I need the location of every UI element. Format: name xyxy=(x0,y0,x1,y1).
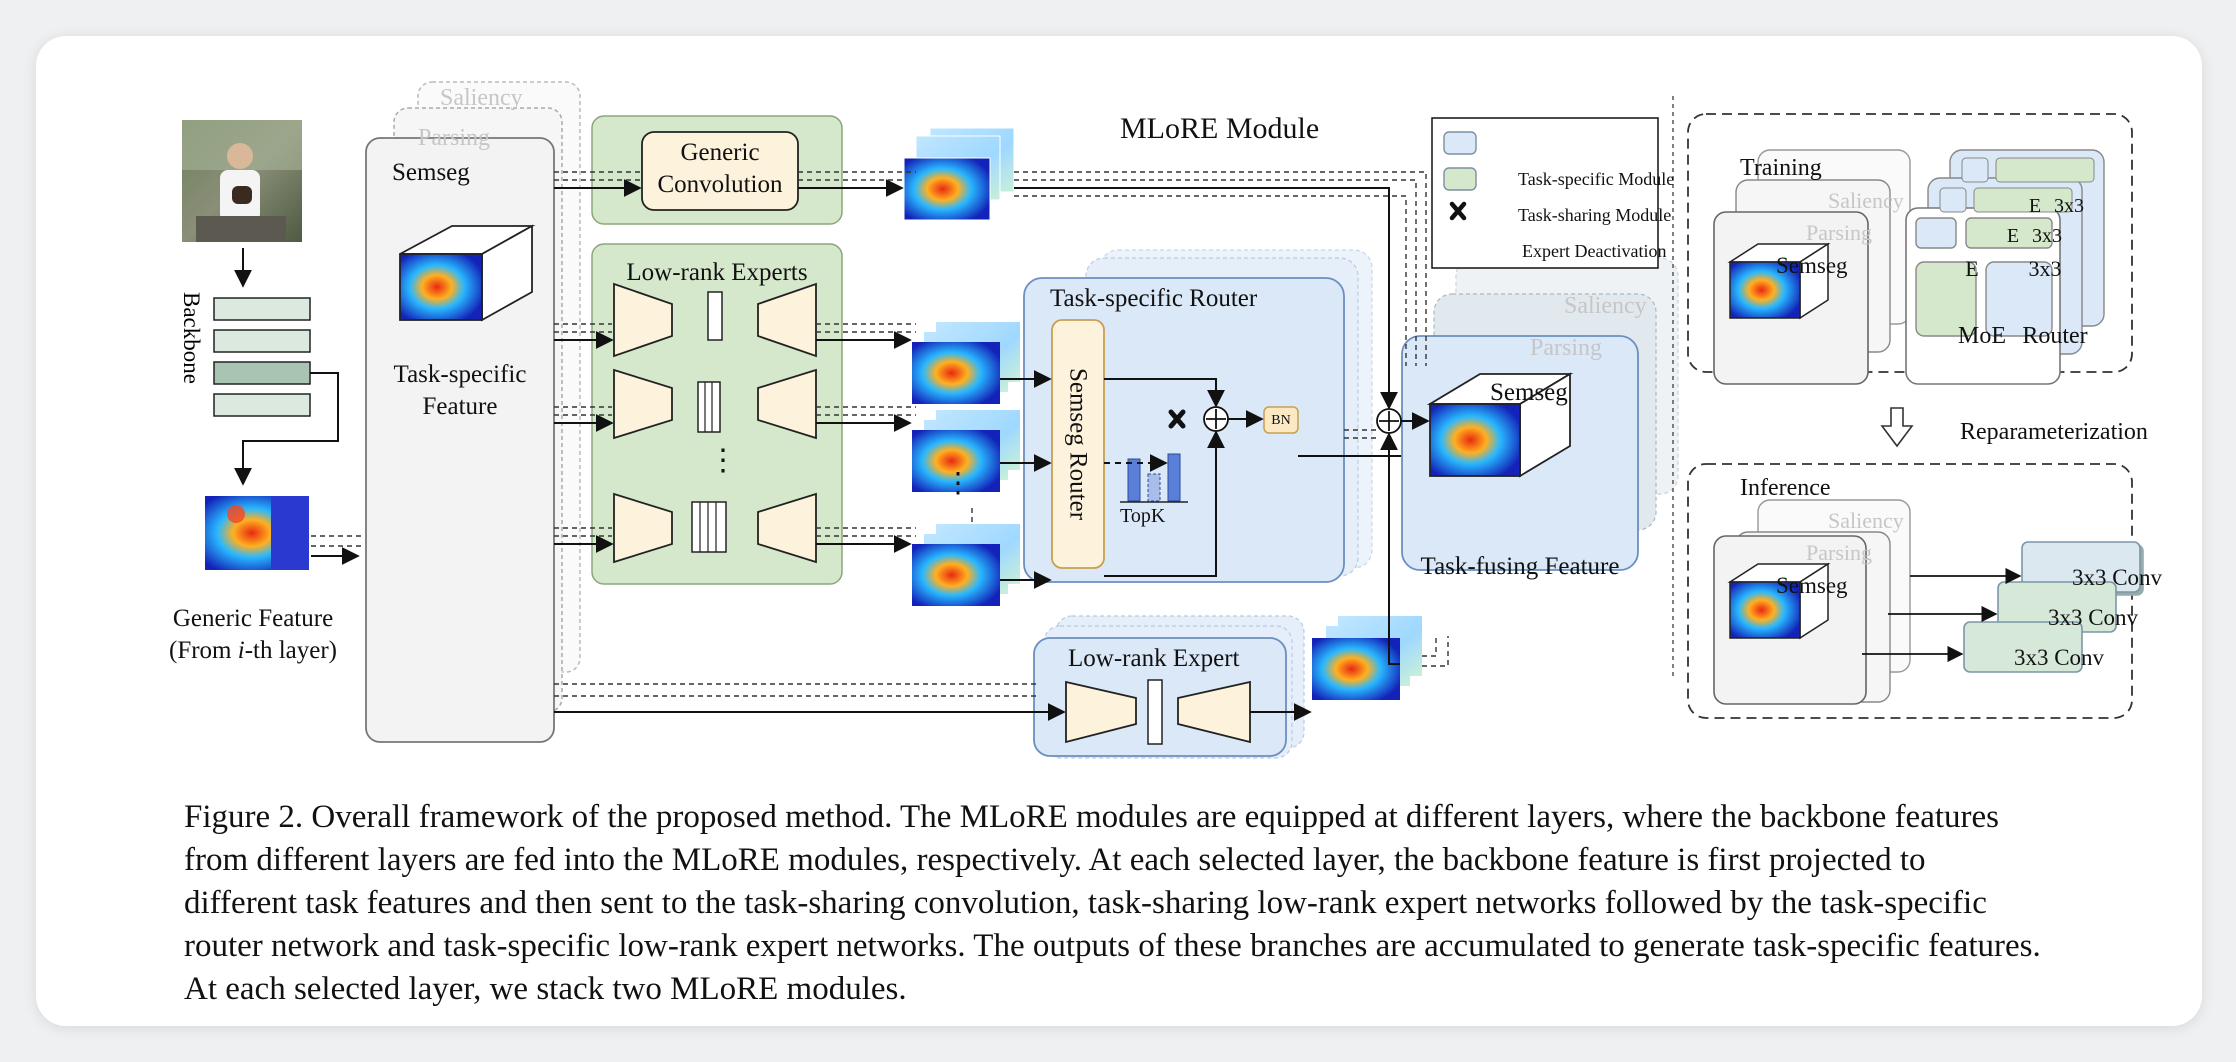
figure-caption: Figure 2. Overall framework of the propo… xyxy=(184,796,2170,1011)
figure-card: Backbone xyxy=(36,36,2202,1026)
generic-feature-label-2: (From i-th layer) xyxy=(168,637,338,664)
training-conv-label: 3x3 xyxy=(2028,256,2062,281)
framework-diagram: Backbone xyxy=(179,81,2141,759)
inference-conv-label-1: 3x3 Conv xyxy=(2071,565,2163,590)
training-label-semseg: Semseg xyxy=(1776,253,1848,278)
legend-swatch-task-specific xyxy=(1443,131,1477,155)
reparameterization-arrow xyxy=(1880,407,1914,448)
task-fusing-feature-label: Task-fusing Feature xyxy=(1420,553,1620,580)
training-moe-label: MoE xyxy=(1958,323,2006,349)
task-specific-expert xyxy=(1065,679,1251,745)
inference-label-semseg: Semseg xyxy=(1776,573,1848,598)
generic-feature-label-1: Generic Feature xyxy=(172,605,334,632)
expert-row-1 xyxy=(613,282,817,358)
dashed-connections xyxy=(554,171,1449,697)
legend-task-specific-label: Task-specific Module xyxy=(1518,169,1675,189)
expert-output-maps xyxy=(912,322,1020,606)
task-specific-feature-label-1: Task-specific xyxy=(393,361,527,388)
fusing-label-parsing: Parsing xyxy=(1530,335,1602,361)
reparameterization-label: Reparameterization xyxy=(1960,419,2148,445)
low-rank-experts-title: Low-rank Experts xyxy=(626,259,808,286)
generic-conv-output-maps xyxy=(903,127,1015,221)
caption-line: At each selected layer, we stack two MLo… xyxy=(184,971,907,1007)
training-moe-stack xyxy=(1905,149,2105,385)
task-specific-expert-output-maps xyxy=(1312,616,1422,700)
fusing-label-semseg: Semseg xyxy=(1490,379,1568,406)
fusing-label-saliency: Saliency xyxy=(1564,293,1647,319)
legend-expert-deactivation-label: Expert Deactivation xyxy=(1522,241,1667,261)
topk-label: TopK xyxy=(1120,505,1166,527)
semseg-router-box xyxy=(1051,319,1105,569)
training-e-label: E xyxy=(1965,256,1979,281)
expert-row-2 xyxy=(613,368,817,440)
caption-line: different task features and then sent to… xyxy=(184,885,1987,921)
legend-task-sharing-label: Task-sharing Module xyxy=(1518,205,1672,225)
mlore-module-title: MLoRE Module xyxy=(1120,112,1320,145)
inference-conv-label-2: 3x3 Conv xyxy=(2047,605,2139,630)
inference-label-parsing: Parsing xyxy=(1806,540,1872,565)
generic-conv-box xyxy=(641,131,799,211)
expert-deactivation-mark xyxy=(1168,409,1186,429)
task-specific-feature-label-2: Feature xyxy=(422,393,498,420)
training-e-label-3: E xyxy=(2028,195,2042,217)
inference-conv-label-3: 3x3 Conv xyxy=(2013,645,2105,670)
training-label-parsing: Parsing xyxy=(1806,220,1872,245)
inference-arrows xyxy=(1862,567,2022,663)
stack-label-semseg: Semseg xyxy=(392,159,470,186)
stack-label-saliency: Saliency xyxy=(440,85,523,111)
caption-line: router network and task-specific low-ran… xyxy=(184,928,2041,964)
backbone-label: Backbone xyxy=(179,292,204,384)
training-task-stack xyxy=(1713,149,1911,385)
training-conv-label-3: 3x3 xyxy=(2054,195,2084,217)
arrow-backbone-generic xyxy=(234,372,339,486)
bn-label: BN xyxy=(1271,413,1291,428)
bn-box xyxy=(1263,406,1299,434)
caption-line: from different layers are fed into the M… xyxy=(184,842,1926,878)
generic-conv-label-2: Convolution xyxy=(657,171,783,198)
backbone-blocks xyxy=(213,297,311,417)
legend-swatch-task-sharing xyxy=(1443,167,1477,191)
inference-title: Inference xyxy=(1740,475,1831,501)
inference-task-stack xyxy=(1713,499,1911,705)
training-router-label: Router xyxy=(2022,323,2088,349)
inference-label-saliency: Saliency xyxy=(1828,508,1904,533)
inference-conv-stack xyxy=(1963,541,2141,673)
input-photo xyxy=(182,120,302,242)
training-conv-label-2: 3x3 xyxy=(2032,225,2062,247)
router-arrows xyxy=(1000,370,1412,589)
main-arrows xyxy=(554,179,1400,721)
legend-x-icon xyxy=(1449,201,1467,221)
caption-line: Figure 2. Overall framework of the propo… xyxy=(184,799,1999,835)
training-e-label-2: E xyxy=(2006,225,2020,247)
task-specific-feature-cube xyxy=(399,224,536,322)
dashed-inputs xyxy=(311,535,362,547)
generic-feature-heatmap xyxy=(205,496,309,570)
training-label-saliency: Saliency xyxy=(1828,188,1904,213)
stack-label-parsing: Parsing xyxy=(418,125,490,151)
experts-vertical-dots: ⋮ xyxy=(708,444,738,477)
expert-row-3 xyxy=(613,492,817,564)
topk-bars xyxy=(1120,453,1188,503)
generic-conv-label-1: Generic xyxy=(680,139,760,166)
training-title: Training xyxy=(1740,155,1822,181)
task-fusing-cube xyxy=(1426,372,1574,478)
training-panel xyxy=(1687,113,2133,373)
semseg-router-label: Semseg Router xyxy=(1064,367,1092,521)
outputs-vertical-dots: ⋮ xyxy=(944,468,972,499)
task-specific-router-title: Task-specific Router xyxy=(1050,285,1258,312)
low-rank-expert-title: Low-rank Expert xyxy=(1068,645,1240,672)
